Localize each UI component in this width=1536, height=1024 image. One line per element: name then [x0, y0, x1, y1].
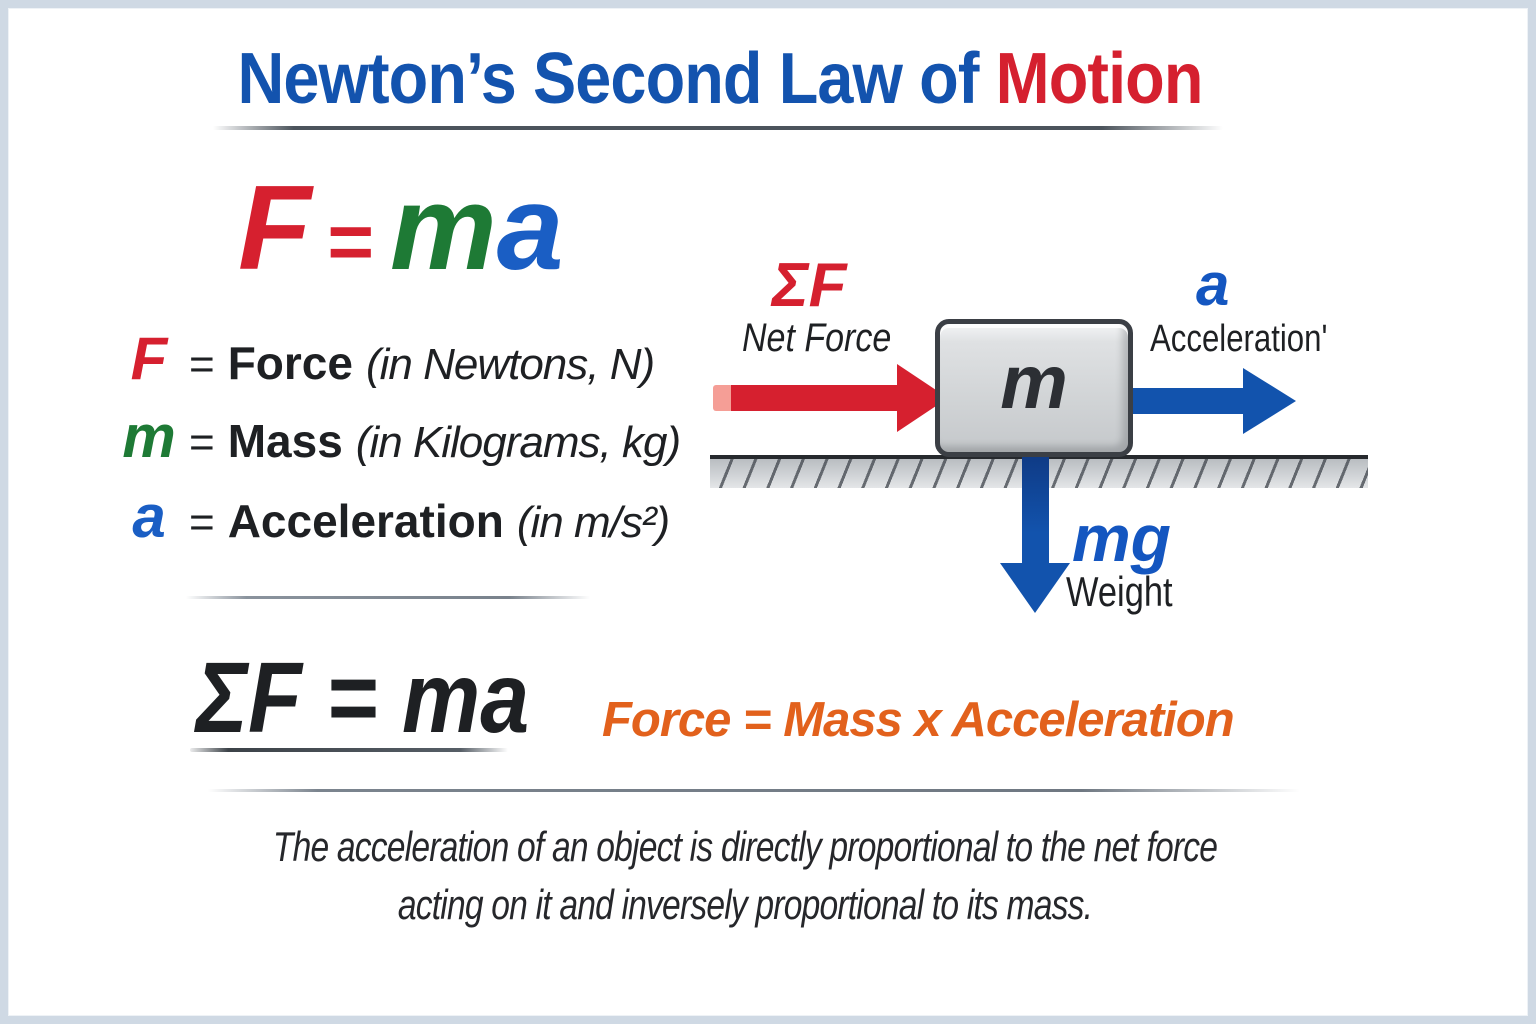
mass-term: Mass	[227, 415, 343, 467]
law-description-line1: The acceleration of an object is directl…	[272, 823, 1218, 870]
formula-mass-acceleration: ma	[390, 168, 563, 288]
force-term: Force	[227, 337, 353, 389]
acceleration-arrow-head-icon	[1243, 368, 1296, 434]
mass-block-label: m	[1000, 340, 1068, 425]
weight-label: Weight	[1066, 568, 1173, 615]
net-force-formula-underline	[190, 748, 508, 752]
main-formula: F = ma	[238, 168, 563, 302]
weight-symbol: mg	[1072, 501, 1171, 575]
equals-sign: =	[189, 498, 215, 547]
definition-force: F = Force (in Newtons, N)	[122, 324, 655, 393]
title-accent: Motion	[995, 39, 1204, 119]
formula-acceleration-symbol: a	[496, 161, 564, 295]
net-force-formula: ΣF = ma	[196, 642, 530, 754]
bottom-section-divider	[208, 789, 1300, 792]
net-force-label: Net Force	[742, 316, 892, 360]
mass-unit: (in Kilograms, kg)	[355, 418, 681, 467]
acceleration-term: Acceleration	[227, 495, 504, 547]
acceleration-arrow	[1131, 388, 1245, 414]
force-symbol: F	[130, 325, 168, 392]
poster-background	[8, 8, 1528, 1016]
left-section-divider	[186, 596, 590, 599]
definition-mass: m = Mass (in Kilograms, kg)	[122, 402, 681, 471]
law-description-line2: acting on it and inversely proportional …	[397, 881, 1093, 928]
mass-symbol: m	[122, 403, 176, 470]
law-description: The acceleration of an object is directl…	[169, 818, 1321, 934]
page-title: Newton’s Second Law of Motion	[72, 38, 1368, 120]
title-main: Newton’s Second Law of	[237, 39, 979, 119]
definition-acceleration: a = Acceleration (in m/s²)	[122, 482, 670, 551]
formula-mass-symbol: m	[390, 161, 497, 295]
weight-arrow-head-icon	[1000, 563, 1070, 613]
weight-arrow	[1022, 457, 1049, 565]
acceleration-diagram-symbol: a	[1196, 251, 1230, 318]
acceleration-unit: (in m/s²)	[516, 498, 670, 547]
force-unit: (in Newtons, N)	[365, 340, 655, 389]
formula-equals: =	[327, 197, 375, 286]
acceleration-diagram-label: Acceleration'	[1150, 318, 1328, 360]
net-force-arrow	[731, 385, 899, 411]
net-force-symbol: ΣF	[772, 251, 847, 320]
equals-sign: =	[189, 418, 215, 467]
mass-block: m	[935, 319, 1133, 457]
title-underline	[213, 126, 1223, 130]
word-formula: Force = Mass x Acceleration	[602, 693, 1235, 747]
acceleration-symbol: a	[132, 483, 166, 550]
equals-sign: =	[189, 340, 215, 389]
net-force-arrow-tail	[713, 385, 733, 411]
formula-force-symbol: F	[238, 161, 312, 295]
